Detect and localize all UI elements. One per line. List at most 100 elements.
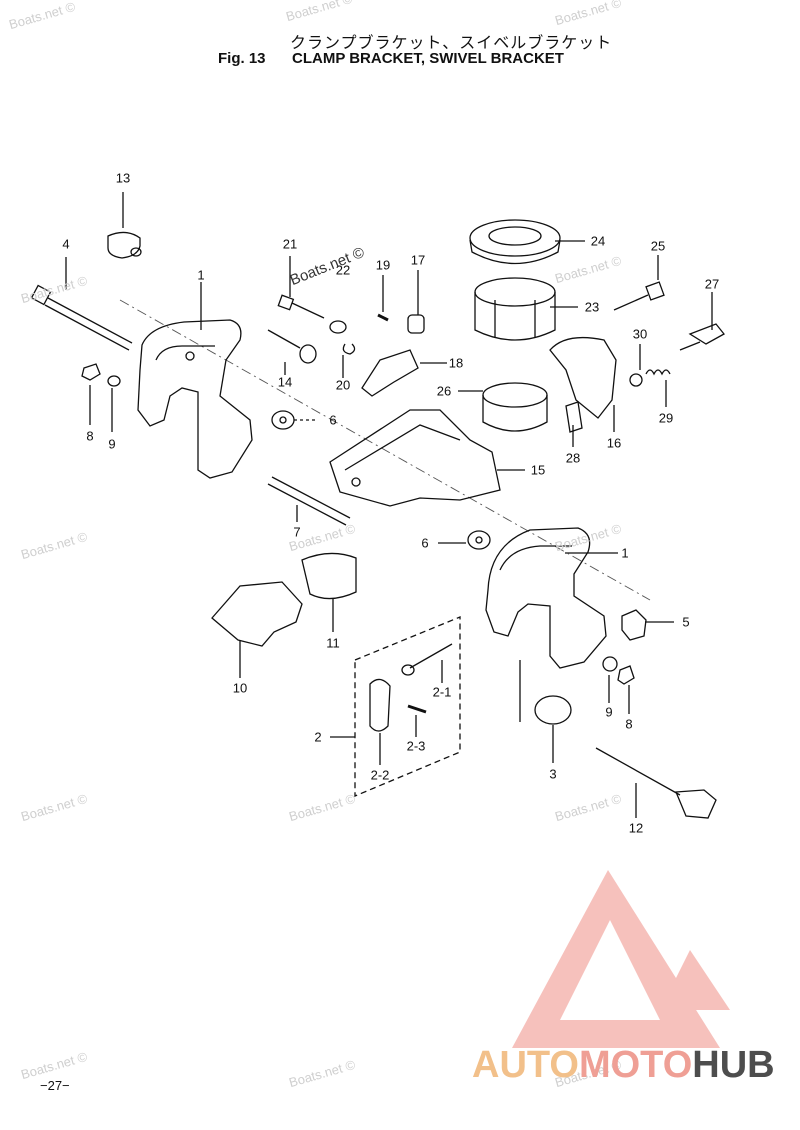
callout-2: 2 (314, 729, 322, 745)
part-1a-hole (185, 351, 195, 361)
callout-12: 12 (628, 820, 644, 836)
part-9a-washer (107, 375, 121, 387)
callout-4: 4 (62, 236, 70, 252)
part-25-shank (613, 294, 649, 311)
part-30-washer (629, 373, 643, 387)
part-15-swivel-bracket (329, 409, 501, 507)
part-7-shaft-a (271, 476, 351, 519)
callout-9a: 9 (108, 436, 116, 452)
title-english: CLAMP BRACKET, SWIVEL BRACKET (292, 50, 564, 67)
part-20-spring (342, 343, 356, 355)
callout-2-2: 2-2 (370, 767, 390, 783)
part-4-head (30, 284, 52, 306)
callout-10: 10 (232, 680, 248, 696)
callout-11: 11 (326, 635, 340, 651)
callout-20: 20 (335, 377, 351, 393)
part-27-shank (679, 341, 701, 351)
brand-part-moto: MOTO (578, 1044, 693, 1086)
part-1a-clamp-bracket (137, 319, 253, 479)
figure-number: Fig. 13 (218, 50, 266, 67)
part-9b-washer (602, 656, 618, 672)
callout-26: 26 (436, 383, 452, 399)
part-26-top (482, 382, 548, 408)
part-4-shank-b (44, 304, 130, 351)
callout-21: 21 (282, 236, 298, 252)
part-5-nut (621, 609, 647, 641)
part-17-sleeve (407, 314, 425, 334)
callout-13: 13 (115, 170, 131, 186)
callout-8a: 8 (86, 428, 94, 444)
callout-19: 19 (375, 257, 391, 273)
part-16-bracket (549, 336, 617, 419)
part-8a-nut (81, 363, 101, 381)
title-japanese: クランプブラケット、スイベルブラケット (290, 35, 613, 52)
part-21-shank (291, 302, 325, 319)
part-28-lock (565, 401, 583, 433)
part-12-handle (675, 789, 717, 819)
part-4-shank-a (47, 297, 133, 344)
part-18-plate (361, 349, 419, 397)
part-27-wing (688, 323, 725, 345)
part-14-head (299, 344, 317, 364)
part-2-3-pin (407, 704, 427, 714)
callout-8b: 8 (625, 716, 633, 732)
part-6a-washer (271, 410, 295, 430)
part-24-outer (469, 219, 561, 257)
callout-24: 24 (590, 233, 606, 249)
callout-6a: 6 (329, 412, 337, 428)
part-22-washer (329, 320, 347, 334)
callout-6b: 6 (421, 535, 429, 551)
part-13-nose (130, 247, 142, 257)
brand-part-auto: AUTO (472, 1044, 579, 1086)
part-1a-rim (155, 345, 215, 361)
assembly-axis (119, 299, 651, 601)
callout-9b: 9 (605, 704, 613, 720)
part-7-shaft-b (267, 483, 347, 526)
callout-17: 17 (410, 252, 426, 268)
part-29-spring (645, 369, 671, 376)
callout-14: 14 (277, 374, 293, 390)
part-23-top (474, 277, 556, 307)
callout-30: 30 (632, 326, 648, 342)
kit-outline-2 (354, 616, 461, 797)
callout-18: 18 (448, 355, 464, 371)
part-24-body (469, 239, 561, 265)
callout-2-1: 2-1 (432, 684, 452, 700)
part-15-ridge (344, 424, 461, 471)
part-25-head (645, 281, 665, 301)
part-2-2-plate (369, 678, 391, 732)
part-11-bushing (301, 552, 357, 600)
part-26-body (482, 395, 548, 432)
part-13-cap (107, 231, 141, 259)
callout-2-3: 2-3 (406, 738, 426, 754)
part-23-body (474, 292, 556, 341)
callout-1b: 1 (621, 545, 629, 561)
part-6b-washer (467, 530, 491, 550)
brand-logo-text: AUTOMOTOHUB (472, 1044, 775, 1087)
callout-29: 29 (658, 410, 674, 426)
part-1b-clamp-bracket (485, 527, 607, 669)
part-14-shank (267, 329, 301, 349)
part-10-bracket (211, 581, 303, 647)
part-19-pin (377, 313, 389, 322)
part-2-1-head (401, 664, 415, 676)
part-6a-hole (279, 416, 287, 424)
part-8b-nut (617, 665, 635, 685)
callout-5: 5 (682, 614, 690, 630)
callout-16: 16 (606, 435, 622, 451)
callout-25: 25 (650, 238, 666, 254)
brand-part-hub: HUB (692, 1044, 775, 1086)
callout-27: 27 (704, 276, 720, 292)
callout-1a: 1 (197, 267, 205, 283)
part-2-1-shank (409, 643, 453, 669)
part-15-hole (351, 477, 361, 487)
part-6b-hole (475, 536, 483, 544)
part-1b-rim (499, 545, 572, 571)
callout-28: 28 (565, 450, 581, 466)
callout-7: 7 (293, 524, 301, 540)
callout-3: 3 (549, 766, 557, 782)
part-21-head (277, 294, 295, 311)
callout-22: 22 (335, 262, 351, 278)
page-number: −27− (40, 1078, 70, 1093)
